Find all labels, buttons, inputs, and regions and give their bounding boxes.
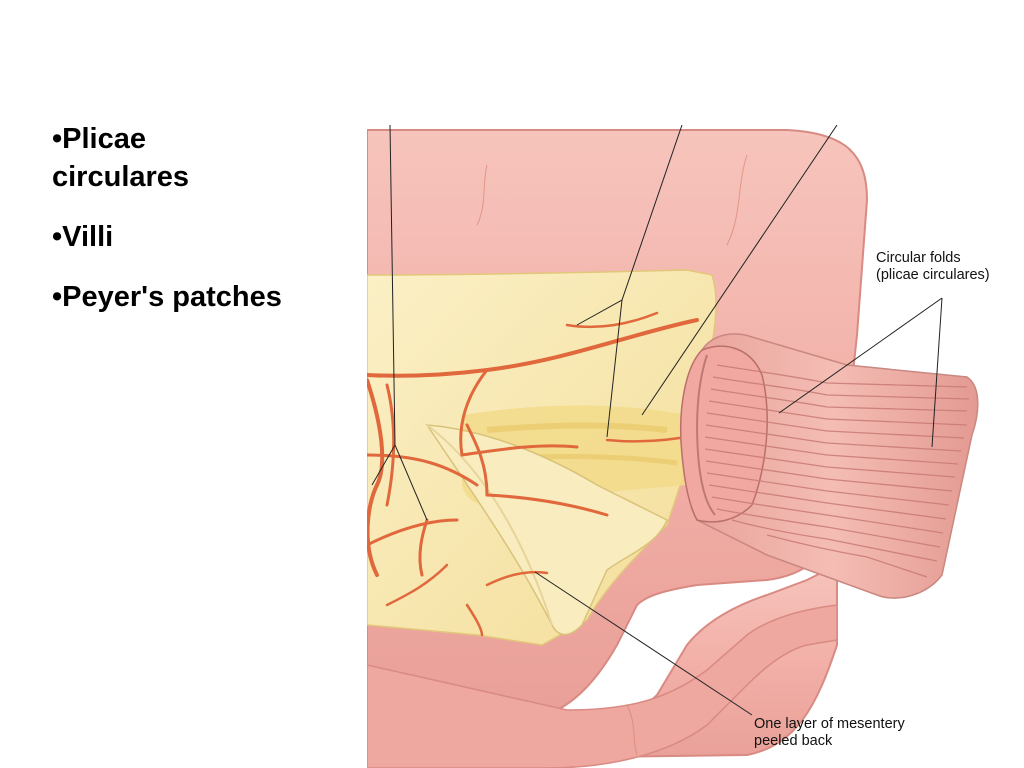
bullet-peyers-patches: •Peyer's patches	[52, 281, 282, 313]
bullet-list: •Plicae circulares •Villi •Peyer's patch…	[52, 120, 352, 338]
leader-lines	[371, 125, 943, 716]
intestine-illustration	[367, 125, 1024, 768]
label-circular-folds: Circular folds (plicae circulares)	[876, 250, 990, 283]
cut-intestine-tube	[679, 333, 979, 599]
circular-fold-stripes	[704, 364, 970, 578]
bullet-plicae-circulares: •Plicae circulares	[52, 123, 190, 193]
label-mesentery-peeled-back: One layer of mesentery peeled back	[754, 716, 905, 749]
bullet-villi: •Villi	[52, 221, 114, 253]
intestine-drawing	[367, 125, 979, 768]
